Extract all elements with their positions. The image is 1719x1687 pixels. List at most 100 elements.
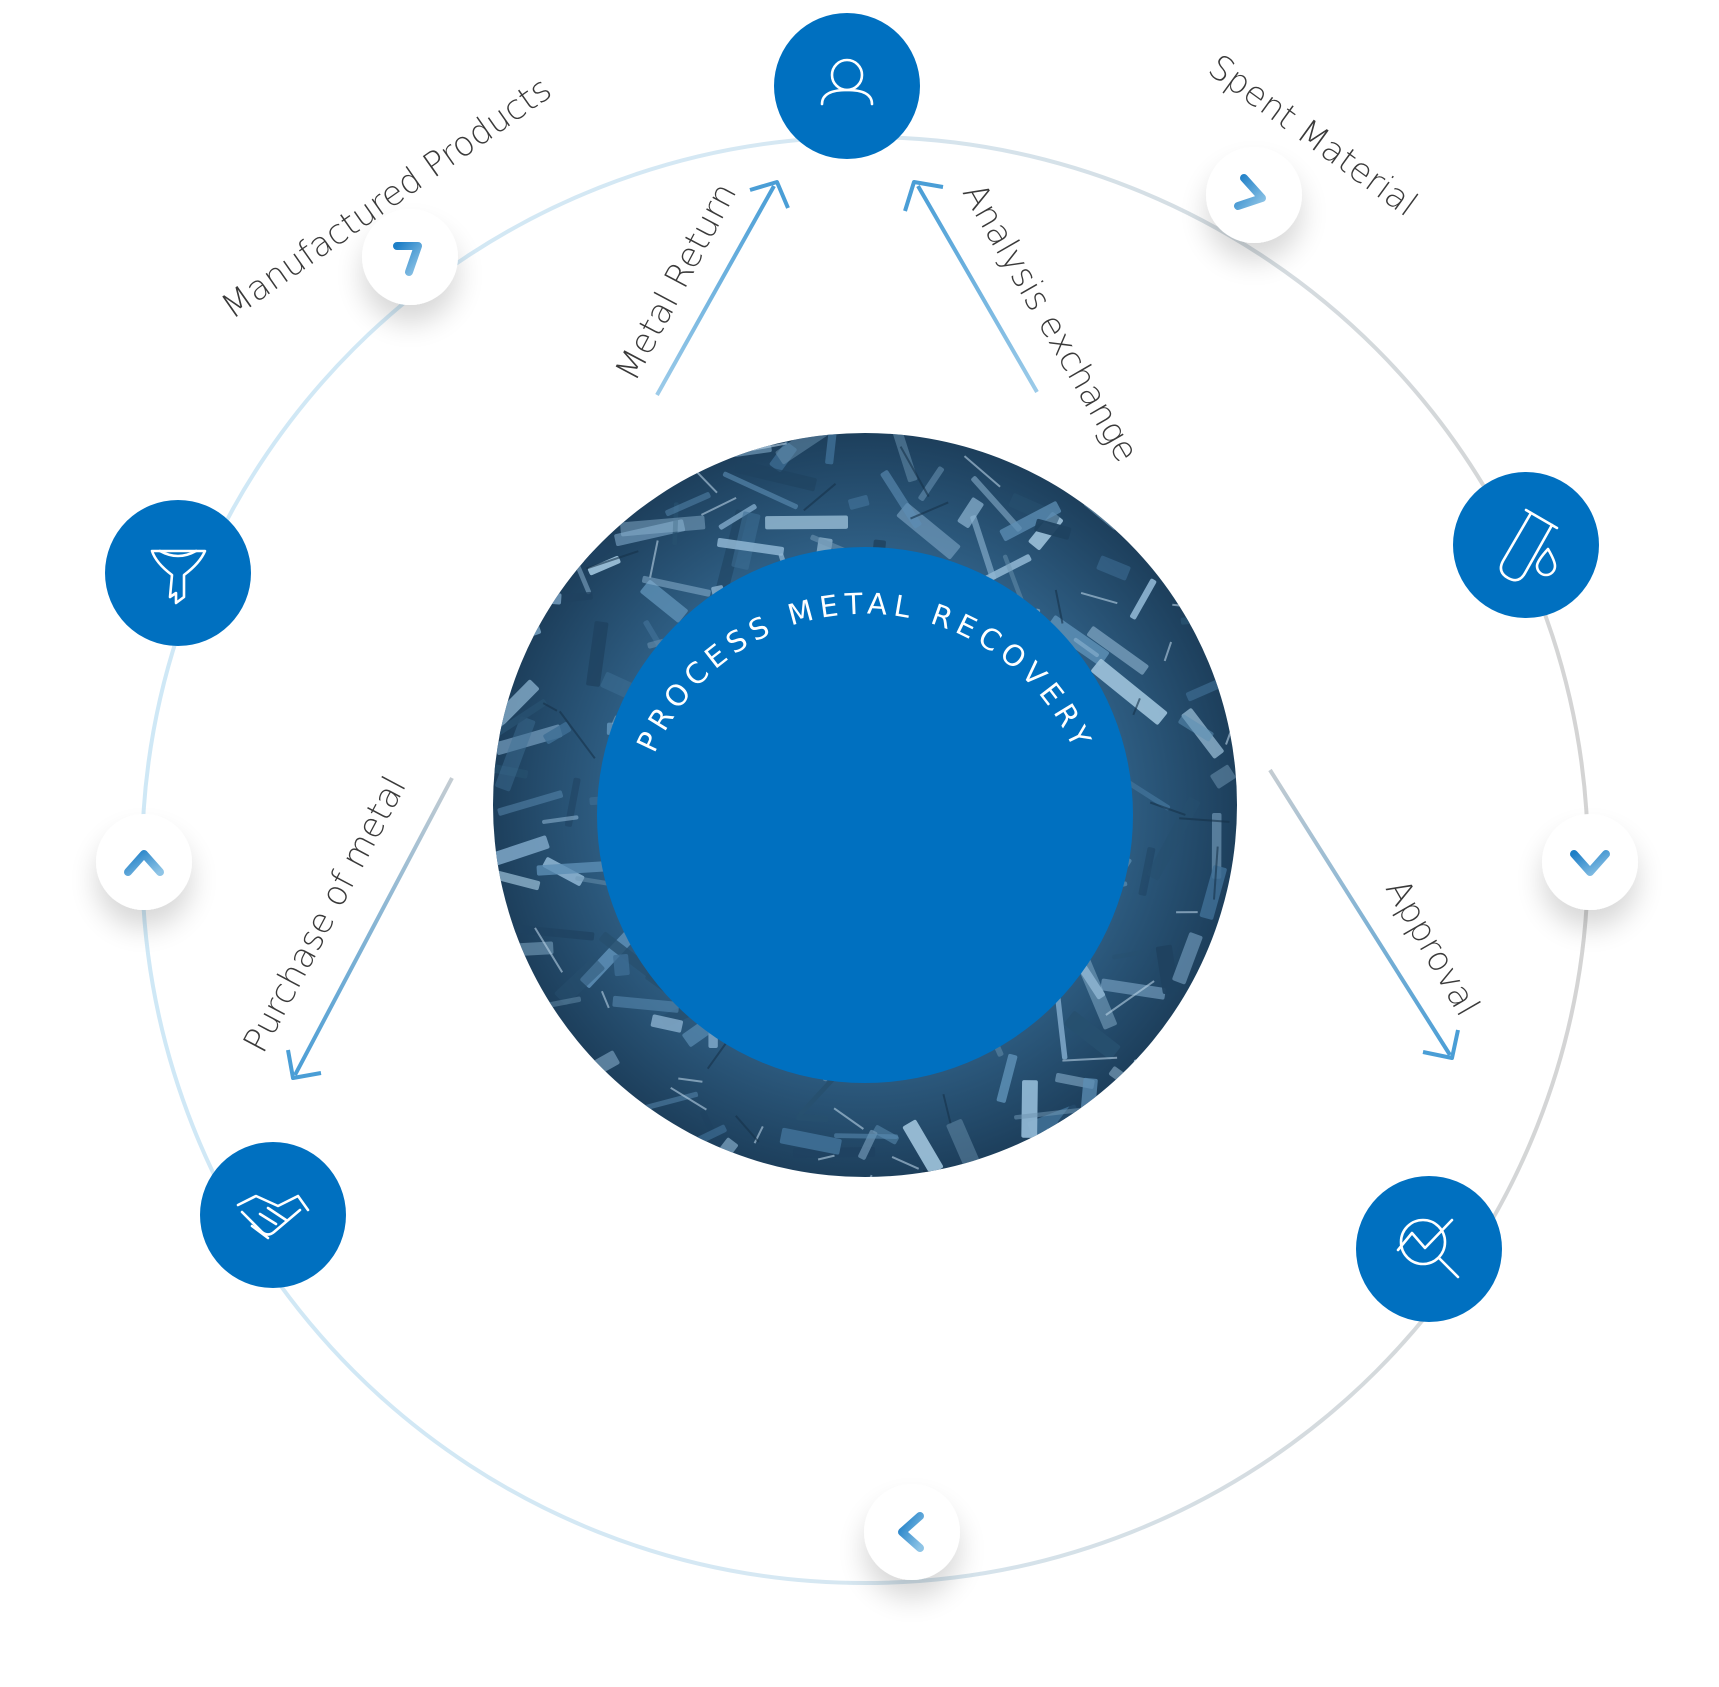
scrap-shard [499,1079,518,1105]
scrap-shard [493,1114,573,1149]
scrap-shard [996,1053,1018,1103]
scrap-shard [1087,626,1149,675]
scrap-edge [524,1107,547,1111]
scrap-shard [957,497,984,528]
metal-return-label: Metal Return [608,176,745,387]
node-customer [774,13,920,159]
chevron-right-icon [1234,174,1266,210]
scrap-shard [493,554,509,615]
scrap-shard [493,699,547,753]
scrap-shard [1033,1142,1049,1177]
scrap-shard [1096,555,1131,581]
scrap-edge [753,1125,764,1144]
scrap-edge [910,501,949,520]
node-deal [200,1142,346,1288]
scrap-edge [493,556,509,594]
scrap-edge [596,1133,632,1138]
scrap-shard [533,1111,572,1134]
approval-label: Approval [1377,873,1487,1024]
scrap-shard [494,724,563,755]
scrap-edge [561,1137,565,1163]
scrap-shard [571,1086,601,1143]
scrap-shard [717,538,785,556]
scrap-shard [1034,518,1072,540]
scrap-edge [803,483,837,512]
scrap-shard [722,471,799,510]
scrap-edge [585,550,639,570]
scrap-shard [1064,1161,1094,1177]
scrap-shard [1112,950,1143,960]
chevron-left-icon [898,1512,924,1552]
node-test [1453,472,1599,618]
scrap-shard [1151,434,1194,461]
scrap-edge [569,1130,573,1156]
scrap-edge [542,702,558,712]
scrap-shard [613,954,630,977]
chevron-marker-right [1542,814,1638,910]
scrap-shard [880,470,922,529]
scrap-shard [1199,865,1227,920]
scrap-shard [493,539,525,598]
scrap-edge [1179,817,1230,823]
scrap-shard [640,580,688,623]
chevron-marker-top-left [362,209,458,305]
scrap-shard [493,558,528,580]
scrap-shard [1176,1024,1201,1108]
scrap-edge [942,1093,952,1124]
scrap-shard [665,492,711,517]
scrap-edge [1163,641,1173,662]
scrap-shard [1136,1137,1159,1170]
scrap-shard [1172,932,1203,985]
scrap-shard [1211,812,1222,879]
scrap-shard [1209,1099,1234,1130]
scrap-edge [1213,846,1219,900]
scrap-shard [554,956,605,1006]
purchase-of-metal-arrow [286,777,454,1080]
scrap-shard [848,495,870,510]
scrap-edge [558,710,596,759]
scrap-shard [918,466,944,501]
scrap-edge [817,1154,835,1161]
scrap-shard [765,515,849,530]
scrap-shard [1100,978,1166,1000]
scrap-shard [595,1106,612,1132]
scrap-shard [619,1134,670,1177]
scrap-edge [1062,1056,1118,1062]
scrap-edge [1105,980,1155,1016]
chevron-marker-left [96,814,192,910]
scrap-shard [1073,637,1099,658]
scrap-shard [1064,1011,1121,1060]
scrap-shard [495,716,536,792]
scrap-shard [1207,433,1237,471]
node-refine [105,500,251,646]
scrap-edge [670,1086,707,1111]
approval-arrow [1268,768,1460,1060]
node-analysis [1356,1176,1502,1322]
scrap-shard [1140,433,1202,438]
scrap-shard [796,1113,829,1123]
scrap-shard [634,1091,699,1113]
scrap-shard [1133,1059,1147,1108]
chevron-up-icon [124,850,164,876]
scrap-shard [1137,1113,1168,1163]
scrap-shard [1147,796,1200,881]
scrap-shard [1021,1080,1038,1138]
scrap-shard [564,591,593,602]
analysis-exchange-label: Analysis exchange [954,177,1146,470]
scrap-shard [493,869,541,891]
scrap-shard [734,459,817,492]
scrap-edge [922,1170,946,1177]
scrap-shard [1054,991,1068,1060]
scrap-edge [534,927,564,973]
hub-circle [597,547,1133,1083]
scrap-shard [543,722,572,744]
scrap-edge [530,524,574,531]
scrap-shard [1155,944,1179,994]
scrap-shard [553,478,581,519]
scrap-shard [1169,1132,1185,1159]
scrap-shard [542,1036,567,1059]
scrap-shard [1172,540,1214,550]
scrap-shard [1205,433,1218,464]
scrap-edge [649,540,659,578]
